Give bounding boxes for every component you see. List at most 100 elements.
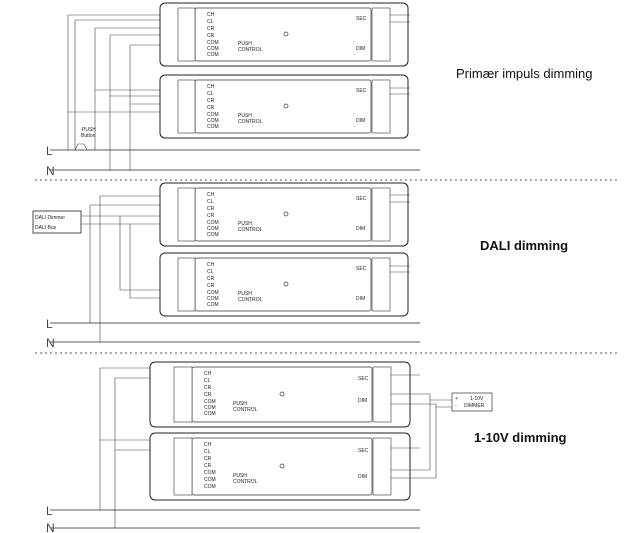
svg-text:COM: COM <box>207 112 219 118</box>
push-button-label-1: PUSH <box>82 127 96 133</box>
output-wires <box>391 374 420 449</box>
svg-text:SEC: SEC <box>358 376 369 382</box>
svg-text:PUSH: PUSH <box>233 473 247 479</box>
svg-text:CR: CR <box>207 206 215 212</box>
svg-text:COM: COM <box>207 302 219 308</box>
svg-text:PUSH: PUSH <box>238 291 252 297</box>
svg-text:CH: CH <box>207 192 215 198</box>
svg-text:COM: COM <box>207 118 219 124</box>
live-label: L <box>46 504 53 518</box>
svg-text:CL: CL <box>207 91 214 97</box>
svg-text:CR: CR <box>207 283 215 289</box>
neutral-label: N <box>46 164 55 178</box>
output-wires <box>390 194 410 273</box>
live-label: L <box>46 144 53 158</box>
svg-text:CR: CR <box>207 98 215 104</box>
svg-text:CL: CL <box>207 269 214 275</box>
section-push-dimming: PUSH Button L N CH CL CR CR COM COM COM … <box>46 2 593 178</box>
neutral-label: N <box>46 521 55 533</box>
driver-unit: CH CL CR CR COM COM COM PUSH CONTROL SEC… <box>159 182 409 247</box>
svg-text:DIM: DIM <box>356 226 365 232</box>
output-wires <box>390 14 410 95</box>
section-title-1-10v: 1-10V dimming <box>474 430 567 445</box>
section-dali-dimming: DALI Dimmer DALI Bus CH CL CR CR COM COM… <box>32 182 568 350</box>
svg-text:CR: CR <box>204 392 212 398</box>
svg-text:CL: CL <box>207 19 214 25</box>
driver-unit: CH CL CR CR COM COM COM PUSH CONTROL SEC… <box>159 74 409 139</box>
svg-text:COM: COM <box>207 40 219 46</box>
dimmer-label-2: DIMMER <box>464 403 485 409</box>
dimmer-1-10v-box <box>451 392 493 412</box>
section-title-push: Primær impuls dimming <box>456 66 593 81</box>
svg-text:COM: COM <box>207 296 219 302</box>
svg-text:DIM: DIM <box>356 296 365 302</box>
feed-wires <box>89 196 175 342</box>
svg-text:COM: COM <box>207 290 219 296</box>
svg-text:COM: COM <box>204 399 216 405</box>
svg-text:COM: COM <box>204 411 216 417</box>
svg-text:DIM: DIM <box>358 474 367 480</box>
svg-text:CR: CR <box>207 105 215 111</box>
driver-unit: CH CL CR CR COM COM COM PUSH CONTROL SEC… <box>159 252 409 317</box>
svg-text:CH: CH <box>207 12 215 18</box>
svg-text:SEC: SEC <box>356 88 367 94</box>
svg-text:COM: COM <box>207 226 219 232</box>
driver-unit: CH CL CR CR COM COM COM PUSH CONTROL SEC… <box>159 2 409 67</box>
svg-text:PUSH: PUSH <box>238 221 252 227</box>
feed-wires <box>99 367 165 528</box>
svg-text:COM: COM <box>207 232 219 238</box>
feed-wires <box>67 15 131 170</box>
svg-text:CL: CL <box>204 449 211 455</box>
driver-unit: CH CL CR CR COM COM COM PUSH CONTROL SEC… <box>149 432 411 501</box>
svg-text:COM: COM <box>204 405 216 411</box>
dali-dimmer-label: DALI Dimmer <box>35 215 65 221</box>
svg-text:COM: COM <box>204 477 216 483</box>
svg-text:SEC: SEC <box>356 266 367 272</box>
svg-text:CONTROL: CONTROL <box>238 119 263 125</box>
svg-text:DIM: DIM <box>358 398 367 404</box>
dimmer-plus: + <box>455 396 458 402</box>
svg-text:CH: CH <box>204 371 212 377</box>
svg-text:PUSH: PUSH <box>233 401 247 407</box>
svg-text:CL: CL <box>207 199 214 205</box>
push-button-symbol <box>74 143 88 151</box>
svg-text:CR: CR <box>207 213 215 219</box>
svg-text:CR: CR <box>207 26 215 32</box>
svg-text:COM: COM <box>207 52 219 58</box>
svg-text:CONTROL: CONTROL <box>238 47 263 53</box>
svg-text:COM: COM <box>204 470 216 476</box>
svg-text:CH: CH <box>207 262 215 268</box>
svg-text:COM: COM <box>207 124 219 130</box>
svg-text:SEC: SEC <box>356 16 367 22</box>
svg-text:CR: CR <box>207 33 215 39</box>
svg-text:CH: CH <box>204 442 212 448</box>
section-1-10v-dimming: CH CL CR CR COM COM COM PUSH CONTROL SEC… <box>46 361 567 533</box>
dimmer-minus: - <box>455 403 457 409</box>
neutral-label: N <box>46 336 55 350</box>
svg-text:CR: CR <box>204 463 212 469</box>
dimmer-wires <box>391 393 452 479</box>
section-title-dali: DALI dimming <box>480 238 568 253</box>
dali-bus-wires <box>81 195 175 225</box>
svg-text:COM: COM <box>207 46 219 52</box>
svg-text:CONTROL: CONTROL <box>233 479 258 485</box>
svg-text:CL: CL <box>204 378 211 384</box>
svg-text:DIM: DIM <box>356 118 365 124</box>
svg-text:CR: CR <box>207 276 215 282</box>
svg-text:SEC: SEC <box>356 196 367 202</box>
svg-text:PUSH: PUSH <box>238 113 252 119</box>
feed-wires-bottom <box>68 89 175 113</box>
svg-text:COM: COM <box>204 484 216 490</box>
feed-wires-top <box>68 14 175 46</box>
svg-text:CONTROL: CONTROL <box>238 297 263 303</box>
push-button-label-2: Button <box>81 133 96 139</box>
svg-text:COM: COM <box>207 220 219 226</box>
svg-text:SEC: SEC <box>358 448 369 454</box>
dali-dimmer-box <box>32 210 82 234</box>
svg-text:CONTROL: CONTROL <box>238 227 263 233</box>
dali-bus-label: DALI Bus <box>35 225 57 231</box>
svg-text:PUSH: PUSH <box>238 41 252 47</box>
svg-text:CH: CH <box>207 84 215 90</box>
